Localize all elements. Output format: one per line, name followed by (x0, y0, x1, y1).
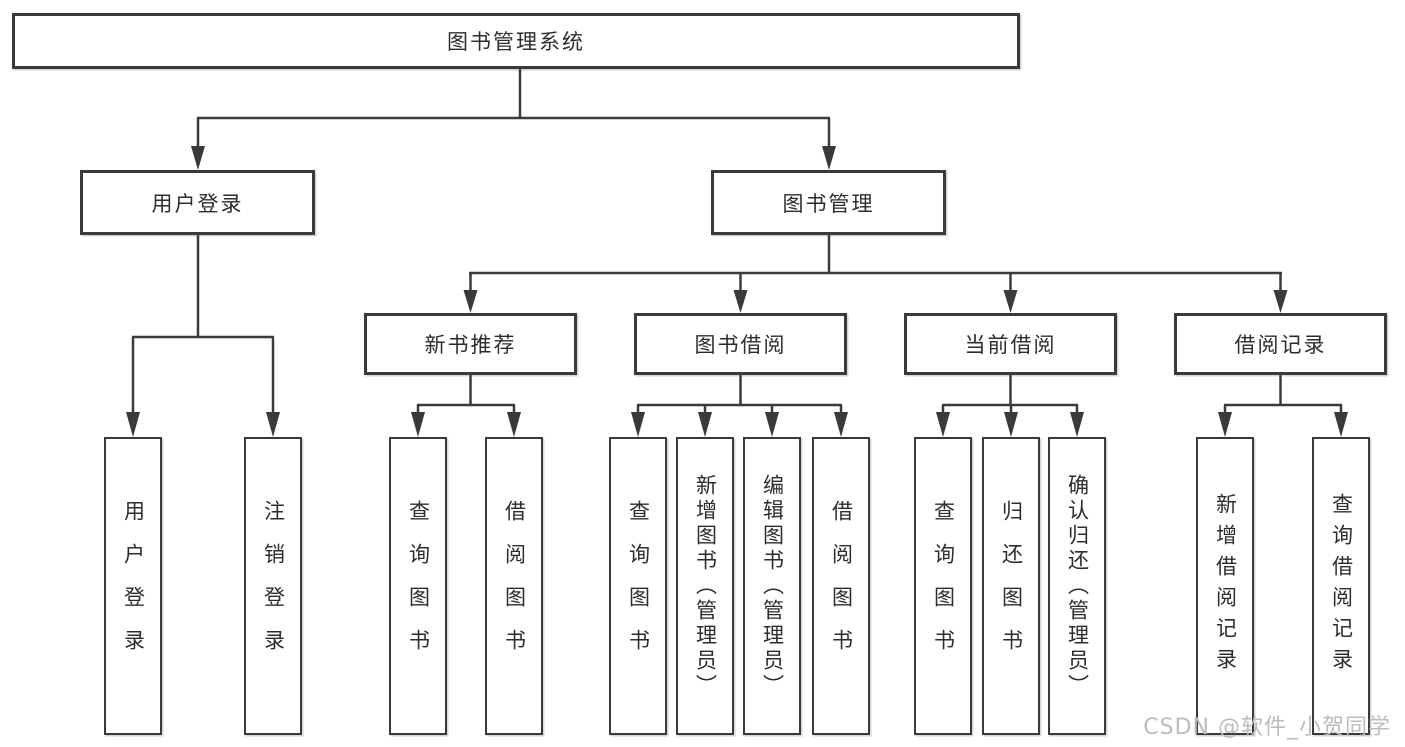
node-label: 归还图书 (999, 500, 1024, 672)
leaf-logout: 注销登录 (244, 437, 302, 735)
leaf-add-book-admin: 新增图书（管理员） (676, 437, 734, 735)
leaf-query-borrow-record: 查询借阅记录 (1312, 437, 1370, 735)
leaf-user-login: 用户登录 (104, 437, 162, 735)
connector-book-borrow-branch (631, 375, 848, 437)
leaf-confirm-return-admin: 确认归还（管理员） (1048, 437, 1106, 735)
node-label: 查询图书 (406, 500, 431, 672)
node-new-book-recommend: 新书推荐 (364, 313, 577, 375)
csdn-watermark: CSDN @软件_小贺同学 (1143, 715, 1391, 740)
node-book-management: 图书管理 (711, 170, 946, 235)
leaf-return-book: 归还图书 (982, 437, 1040, 735)
connector-user-login-branch (126, 235, 280, 437)
node-label: 当前借阅 (964, 333, 1057, 357)
node-borrow-records: 借阅记录 (1174, 313, 1387, 375)
node-label: 图书管理系统 (447, 30, 585, 54)
connector-current-borrow-branch (936, 375, 1084, 437)
node-label: 借阅记录 (1234, 333, 1327, 357)
node-label: 新书推荐 (424, 333, 517, 357)
node-label: 注销登录 (261, 500, 286, 672)
node-current-borrow: 当前借阅 (904, 313, 1117, 375)
node-label: 新增借阅记录 (1213, 493, 1238, 679)
node-label: 用户登录 (121, 500, 146, 672)
leaf-borrow-book: 借阅图书 (812, 437, 870, 735)
connector-borrow-records-branch (1218, 375, 1348, 437)
node-label: 查询借阅记录 (1329, 493, 1354, 679)
connector-book-management-branch (463, 235, 1288, 313)
node-label: 查询图书 (931, 500, 956, 672)
leaf-add-borrow-record: 新增借阅记录 (1196, 437, 1254, 735)
leaf-edit-book-admin: 编辑图书（管理员） (743, 437, 801, 735)
node-label: 图书借阅 (694, 333, 787, 357)
leaf-query-book-recommend: 查询图书 (389, 437, 447, 735)
node-label: 用户登录 (151, 191, 244, 216)
node-user-login-group: 用户登录 (80, 170, 315, 235)
node-book-borrow: 图书借阅 (634, 313, 847, 375)
node-label: 查询图书 (626, 500, 651, 672)
node-root-system: 图书管理系统 (12, 13, 1020, 69)
node-label: 编辑图书（管理员） (760, 473, 785, 699)
leaf-query-book-borrow: 查询图书 (609, 437, 667, 735)
leaf-query-book-current: 查询图书 (914, 437, 972, 735)
node-label: 借阅图书 (829, 500, 854, 672)
node-label: 新增图书（管理员） (693, 473, 718, 699)
leaf-borrow-book-recommend: 借阅图书 (485, 437, 543, 735)
node-label: 图书管理 (782, 191, 875, 216)
node-label: 确认归还（管理员） (1065, 473, 1090, 699)
node-label: 借阅图书 (502, 500, 527, 672)
connector-new-book-recommend-branch (411, 375, 521, 437)
connector-root-to-level2 (191, 69, 836, 170)
